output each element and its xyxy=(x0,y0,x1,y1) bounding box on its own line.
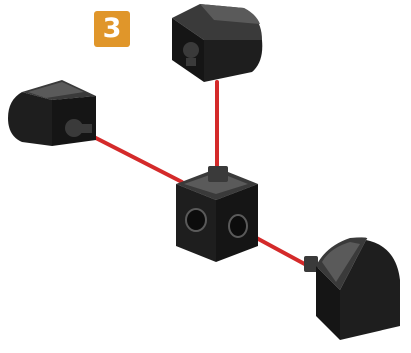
step-number-badge: 3 xyxy=(94,11,130,47)
cube-connector-brick xyxy=(176,166,258,262)
curved-slope-top xyxy=(172,4,263,82)
curved-slope-left xyxy=(8,80,96,146)
curved-slope-right xyxy=(304,237,400,340)
connector-line-left xyxy=(86,132,184,184)
